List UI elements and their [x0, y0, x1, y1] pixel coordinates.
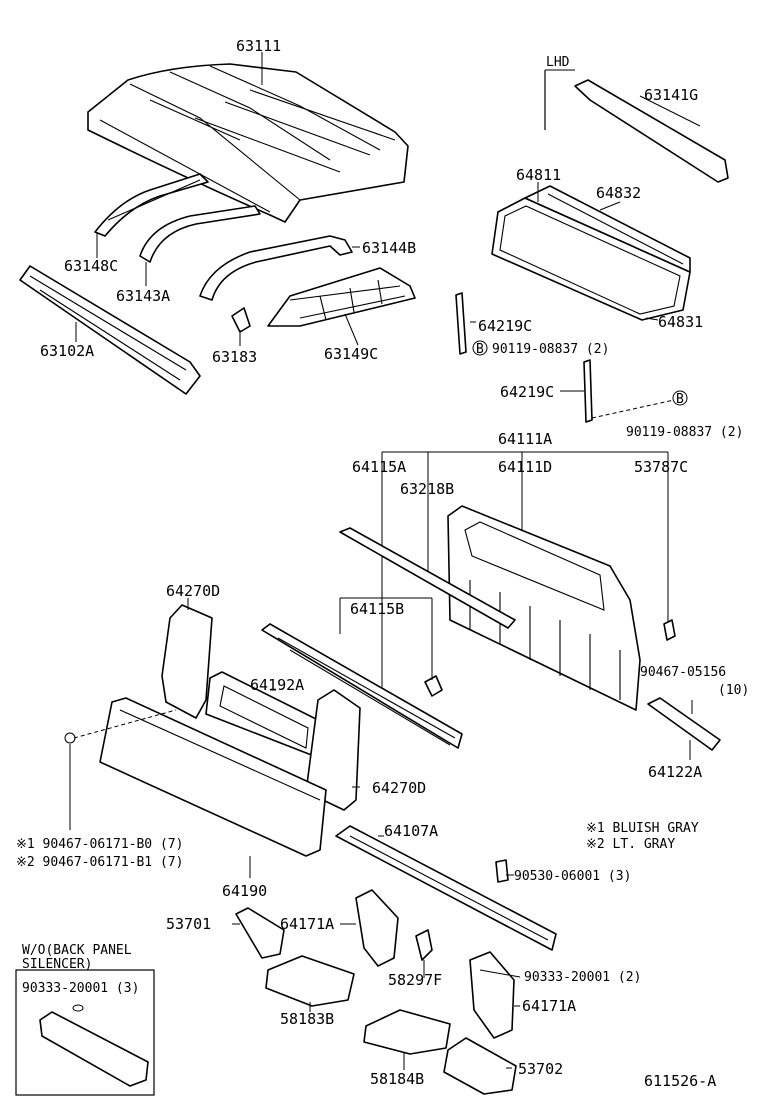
label-b-mark-1: B [476, 342, 484, 357]
label-64115a: 64115A [352, 458, 406, 476]
label-63144b: 63144B [362, 239, 416, 257]
label-58184b: 58184B [370, 1070, 424, 1088]
label-64831: 64831 [658, 313, 703, 331]
label-64219c-1: 64219C [478, 317, 532, 335]
label-90467-b0: ※1 90467-06171-B0 (7) [16, 837, 183, 852]
roof-panel-drawing [87, 63, 409, 223]
label-53702: 53702 [518, 1060, 563, 1078]
back-glass-drawing [491, 185, 691, 321]
label-90119-1: 90119-08837 (2) [492, 342, 609, 357]
label-63102a: 63102A [40, 342, 94, 360]
label-90467-b1: ※2 90467-06171-B1 (7) [16, 855, 183, 870]
lhd-inset-drawing [544, 69, 729, 183]
label-64811: 64811 [516, 166, 561, 184]
label-63183: 63183 [212, 348, 257, 366]
label-64122a: 64122A [648, 763, 702, 781]
note-lt-gray: ※2 LT. GRAY [586, 837, 675, 852]
label-64270d-1: 64270D [166, 582, 220, 600]
inset-box [15, 969, 155, 1096]
label-b-mark-2: B [676, 392, 684, 407]
label-64832: 64832 [596, 184, 641, 202]
label-lhd: LHD [546, 55, 570, 70]
label-58183b: 58183B [280, 1010, 334, 1028]
label-64190: 64190 [222, 882, 267, 900]
label-53787c: 53787C [634, 458, 688, 476]
label-90530: 90530-06001 (3) [514, 869, 631, 884]
label-64115b: 64115B [350, 600, 404, 618]
roof-bows-drawing [19, 173, 416, 395]
label-63218b: 63218B [400, 480, 454, 498]
label-53701: 53701 [166, 915, 211, 933]
label-58297f: 58297F [388, 971, 442, 989]
label-90333-1: 90333-20001 (2) [524, 970, 641, 985]
label-63143a: 63143A [116, 287, 170, 305]
label-64192a: 64192A [250, 676, 304, 694]
struts-drawing [455, 292, 593, 423]
inset-title-line-2: SILENCER) [22, 957, 92, 972]
cross-member-drawing [235, 825, 557, 1095]
label-90467-05156: 90467-05156 [640, 665, 726, 680]
label-64111a: 64111A [498, 430, 552, 448]
figure-number: 611526-A [644, 1072, 716, 1090]
label-64111d: 64111D [498, 458, 552, 476]
label-63149c: 63149C [324, 345, 378, 363]
label-64171a-1: 64171A [280, 915, 334, 933]
label-64171a-2: 64171A [522, 997, 576, 1015]
inner-panels-drawing [99, 604, 361, 857]
label-63148c: 63148C [64, 257, 118, 275]
label-63141g: 63141G [644, 86, 698, 104]
label-64107a: 64107A [384, 822, 438, 840]
note-bluish-gray: ※1 BLUISH GRAY [586, 821, 699, 836]
back-panel-drawing [261, 451, 721, 751]
label-90119-2: 90119-08837 (2) [626, 425, 743, 440]
inset-title-line-1: W/O(BACK PANEL [22, 943, 132, 958]
label-90333-inset: 90333-20001 (3) [22, 981, 139, 996]
label-64270d-2: 64270D [372, 779, 426, 797]
label-64219c-2: 64219C [500, 383, 554, 401]
label-63111: 63111 [236, 37, 281, 55]
label-90467-05156-qty: (10) [718, 683, 749, 698]
